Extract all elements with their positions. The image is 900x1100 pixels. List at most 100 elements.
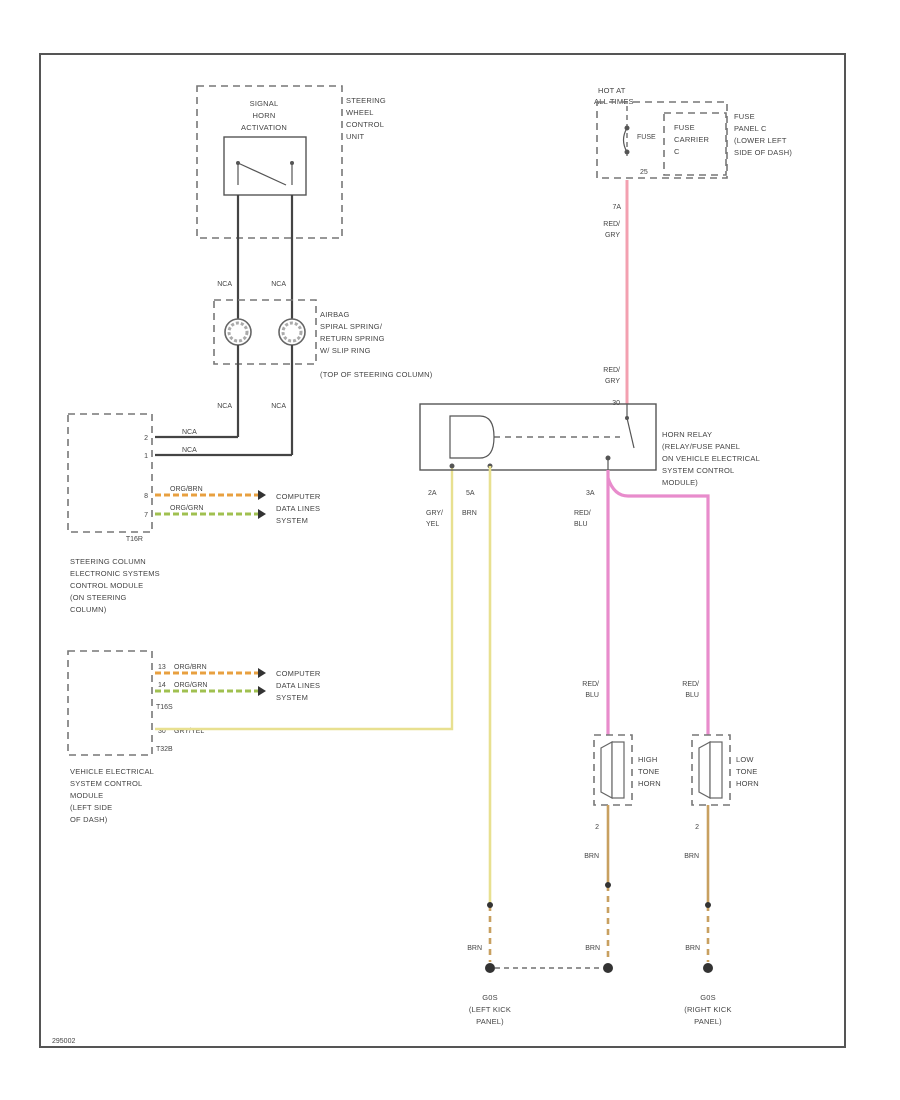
spiral-label-2: SPIRAL SPRING/	[320, 322, 383, 331]
relay-85-pin: 2A	[428, 490, 437, 497]
high-horn-label-1: HIGH	[638, 755, 658, 764]
fuse-panel-1: FUSE	[734, 112, 755, 121]
horn-switch	[223, 136, 307, 196]
cdl2-label-3: SYSTEM	[276, 693, 308, 702]
connector-t32b: T32B	[156, 746, 173, 753]
vem-data-b: ORG/GRN	[174, 682, 207, 689]
ground-mid-point	[603, 963, 613, 973]
scm-label-1: STEERING COLUMN	[70, 557, 146, 566]
cdl2-label-1: COMPUTER	[276, 669, 321, 678]
fuse-panel-4: SIDE OF DASH)	[734, 148, 792, 157]
airbag-spiral-spring: AIRBAG SPIRAL SPRING/ RETURN SPRING W/ S…	[213, 299, 433, 379]
vem-pin-c: 30	[158, 728, 166, 735]
vem-data-a: ORG/BRN	[174, 664, 207, 671]
vem-label-4: (LEFT SIDE	[70, 803, 112, 812]
ground-mid-wire: BRN	[585, 945, 600, 952]
horn-low-bottom: BRN	[684, 853, 699, 860]
scm-label-3: CONTROL MODULE	[70, 581, 143, 590]
ground-left-point	[485, 963, 495, 973]
relay-label-3: ON VEHICLE ELECTRICAL	[662, 454, 760, 463]
scm-pin-b: 1	[144, 453, 148, 460]
fuse-label: FUSE	[637, 134, 656, 141]
steering-column-module: 2 1 NCA NCA 8 7 ORG/BRN ORG/GRN T16R COM…	[67, 413, 321, 614]
low-horn-label-2: TONE	[736, 767, 758, 776]
scm-pin-a: 2	[144, 435, 148, 442]
fuse-wire-bot-2: GRY	[605, 378, 620, 385]
scm-label-5: COLUMN)	[70, 605, 107, 614]
fuse-panel-2: PANEL C	[734, 124, 767, 133]
ground-left-label-2: (LEFT KICK	[469, 1005, 511, 1014]
relay-86-pin: 5A	[466, 490, 475, 497]
ground-left-label-1: G0S	[482, 993, 498, 1002]
fuse-number: 25	[640, 169, 648, 176]
steering-wheel-control-unit: STEERING WHEEL CONTROL UNIT SIGNAL HORN …	[196, 85, 386, 239]
horn-low-top-2: BLU	[685, 692, 699, 699]
scm-pin-d: 7	[144, 512, 148, 519]
diagram-id: 295002	[52, 1038, 75, 1045]
ground-right-label-2: (RIGHT KICK	[684, 1005, 731, 1014]
ground-right-label-3: PANEL)	[694, 1017, 722, 1026]
wire-label-nca-lt: NCA	[217, 281, 232, 288]
connector-t16r: T16R	[126, 536, 143, 543]
relay-label-2: (RELAY/FUSE PANEL	[662, 442, 740, 451]
relay-label-5: MODULE)	[662, 478, 698, 487]
horn-relay: HORN RELAY (RELAY/FUSE PANEL ON VEHICLE …	[419, 403, 760, 487]
ground-right-label-1: G0S	[700, 993, 716, 1002]
scm-label-4: (ON STEERING	[70, 593, 127, 602]
swcu-label-3: CONTROL	[346, 120, 384, 129]
hot-label-1: HOT AT	[598, 86, 626, 95]
swcu-label-2: WHEEL	[346, 108, 374, 117]
cdl1-label-2: DATA LINES	[276, 504, 320, 513]
relay-87-wire-1: RED/	[574, 510, 591, 517]
ground-left-label-3: PANEL)	[476, 1017, 504, 1026]
vehicle-electrical-module: 13 14 ORG/BRN ORG/GRN T16S 30 GRY/YEL T3…	[67, 466, 454, 824]
low-horn-label-1: LOW	[736, 755, 754, 764]
vem-label-5: OF DASH)	[70, 815, 108, 824]
relay-86-wire: BRN	[462, 510, 477, 517]
fuse-carrier-3: C	[674, 147, 680, 156]
fuse-carrier-1: FUSE	[674, 123, 695, 132]
spiral-label-3: RETURN SPRING	[320, 334, 385, 343]
scm-label-2: ELECTRONIC SYSTEMS	[70, 569, 160, 578]
cdl1-label-1: COMPUTER	[276, 492, 321, 501]
scm-wire-a: NCA	[182, 429, 197, 436]
horn-switch-label-3: ACTIVATION	[241, 123, 287, 132]
horn-high-pin: 2	[595, 824, 599, 831]
wire-label-nca-rm: NCA	[271, 403, 286, 410]
vem-label-3: MODULE	[70, 791, 103, 800]
spiral-label-5: (TOP OF STEERING COLUMN)	[320, 370, 433, 379]
scm-wire-b: NCA	[182, 447, 197, 454]
spiral-label-1: AIRBAG	[320, 310, 350, 319]
spiral-label-4: W/ SLIP RING	[320, 346, 371, 355]
cdl1-label-3: SYSTEM	[276, 516, 308, 525]
horn-low-pin: 2	[695, 824, 699, 831]
fuse-carrier-2: CARRIER	[674, 135, 710, 144]
relay-87-pin: 3A	[586, 490, 595, 497]
scm-data-b: ORG/GRN	[170, 505, 203, 512]
horn-switch-label-1: SIGNAL	[250, 99, 279, 108]
fuse-panel-3: (LOWER LEFT	[734, 136, 787, 145]
swcu-label-4: UNIT	[346, 132, 365, 141]
ground-right-point	[703, 963, 713, 973]
vem-pin-a: 13	[158, 664, 166, 671]
relay-85-wire-1: GRY/	[426, 510, 443, 517]
swcu-label-1: STEERING	[346, 96, 386, 105]
low-horn-label-3: HORN	[736, 779, 759, 788]
high-horn-label-3: HORN	[638, 779, 661, 788]
vem-label-1: VEHICLE ELECTRICAL	[70, 767, 154, 776]
diagram-frame	[39, 53, 846, 1048]
scm-pin-c: 8	[144, 493, 148, 500]
scm-data-a: ORG/BRN	[170, 486, 203, 493]
low-tone-horn: LOW TONE HORN	[691, 734, 759, 806]
horn-high-top-2: BLU	[585, 692, 599, 699]
connector-t16s: T16S	[156, 704, 173, 711]
fuse-panel: HOT AT ALL TIMES FUSE 25 FUSE CARRIER C …	[594, 86, 792, 211]
relay-87-wire-2: BLU	[574, 521, 588, 528]
vem-label-2: SYSTEM CONTROL	[70, 779, 142, 788]
wire-label-nca-lm: NCA	[217, 403, 232, 410]
cdl2-label-2: DATA LINES	[276, 681, 320, 690]
vem-pin-b: 14	[158, 682, 166, 689]
horn-switch-label-2: HORN	[253, 111, 276, 120]
fuse-wire-bot-1: RED/	[603, 367, 620, 374]
relay-label-1: HORN RELAY	[662, 430, 712, 439]
